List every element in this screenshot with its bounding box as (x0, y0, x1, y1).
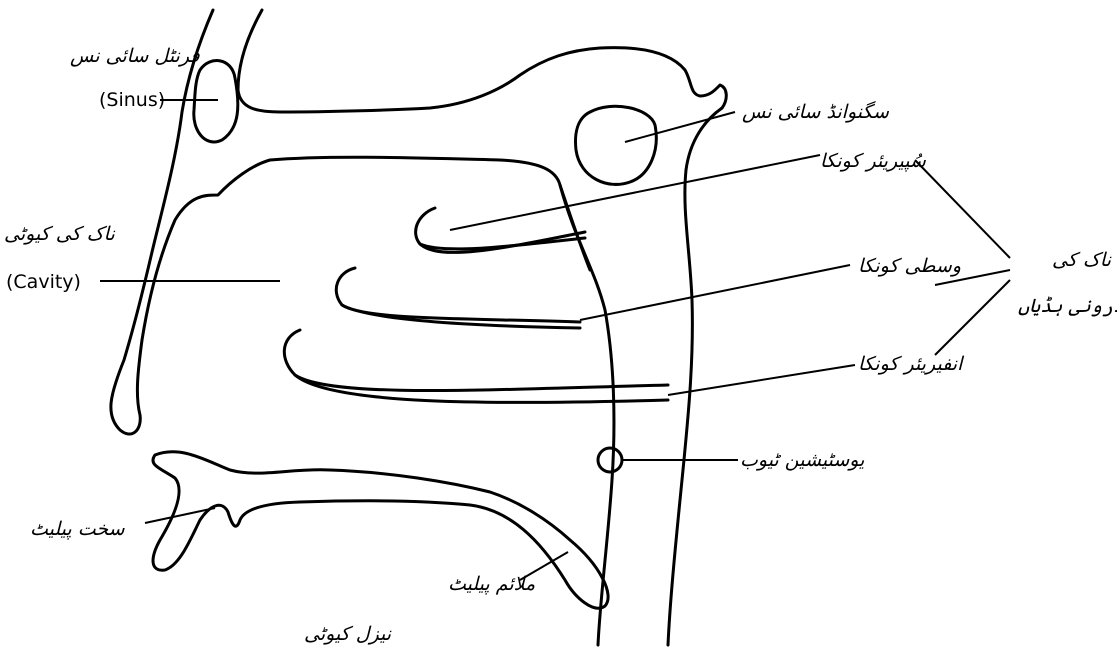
label-cavity-english: (Cavity) (6, 271, 81, 293)
label-sphenoid-sinus-urdu: سگنوانڈ سائی نس (742, 100, 890, 123)
hard-palate (153, 452, 608, 608)
eustachian-tube-opening (598, 448, 622, 472)
label-inferior-concha: انفیریئر کونکا (858, 353, 965, 375)
label-soft-palate: ملائم پیلیٹ (448, 573, 535, 595)
label-nasal-cavity-urdu: ناک کی کیوٹی (4, 223, 115, 245)
label-frontal-sinus-urdu: فرنٹل سائی نس (70, 45, 200, 67)
bracket-top (915, 160, 1010, 258)
label-nasal-cavity-bottom: نیزل کیوٹی (304, 623, 392, 645)
middle-concha-inner (342, 305, 580, 328)
label-middle-concha: وسطی کونکا (858, 255, 961, 277)
pharynx-back-wall (560, 185, 614, 645)
label-hard-palate: سخت پیلیٹ (30, 518, 126, 540)
frontal-sinus (194, 61, 238, 142)
leader-superior-concha (450, 155, 820, 230)
sphenoid-sinus (576, 106, 657, 184)
superior-concha-inner (420, 238, 585, 249)
pharynx-front-wall (668, 108, 722, 645)
label-superior-concha: سُپیریئر کونکا (820, 150, 927, 172)
bracket-bottom (935, 280, 1010, 355)
nose-inner-line (238, 10, 726, 112)
leader-inferior-concha (668, 365, 855, 395)
leader-middle-concha (580, 265, 850, 320)
label-eustachian-tube: یوسٹیشین ٹیوب (740, 449, 865, 471)
label-sinus-english: (Sinus) (99, 89, 165, 111)
leader-sphenoid-sinus (625, 112, 735, 142)
label-nasal-bones-line2: اندرونی ہڈیاں (1018, 295, 1117, 317)
label-nasal-bones-line1: ناک کی (1052, 249, 1112, 271)
